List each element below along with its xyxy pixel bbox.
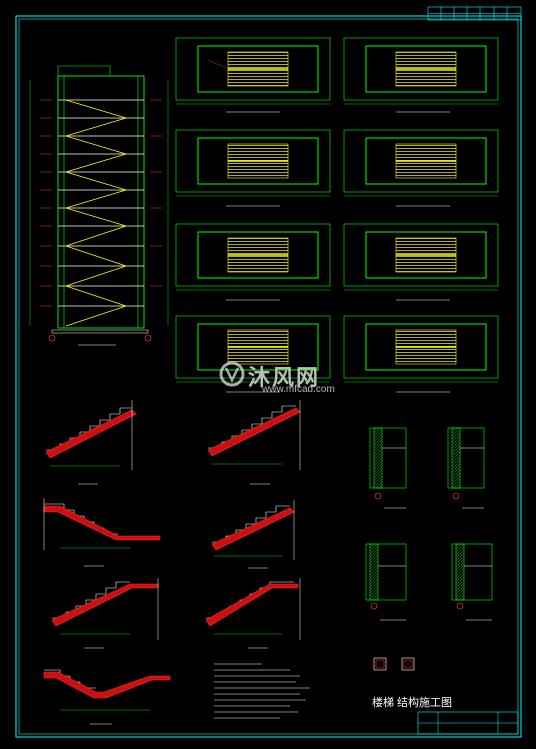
- outer-frame: [15, 15, 522, 738]
- stair-plan-4: [343, 129, 499, 207]
- wall-section-detail-3: [365, 543, 407, 621]
- watermark-url: www.mfcad.com: [262, 384, 335, 395]
- stair-plan-2: [343, 37, 499, 113]
- stair-flight-detail-3: [43, 498, 161, 567]
- stair-plan-1: [175, 37, 331, 113]
- revision-table: [427, 6, 522, 21]
- inner-frame: [18, 18, 519, 735]
- stair-plan-6: [343, 223, 499, 301]
- stair-plan-5: [175, 223, 331, 301]
- stair-flight-detail-4: [211, 500, 295, 569]
- stair-plan-3: [175, 129, 331, 207]
- stair-section-elevation: [29, 65, 169, 346]
- sheet-title: 楼梯 结构施工图: [372, 697, 453, 709]
- stair-flight-detail-5: [51, 578, 159, 649]
- title-block: [417, 711, 519, 735]
- watermark-logo-icon: [219, 361, 245, 387]
- stair-plan-7: [175, 315, 331, 393]
- column-section-2: [401, 657, 415, 671]
- wall-section-detail-4: [451, 543, 493, 621]
- wall-section-detail-1: [369, 427, 407, 509]
- wall-section-detail-2: [447, 427, 485, 509]
- stair-flight-detail-6: [205, 578, 301, 649]
- stair-flight-detail-2: [207, 400, 301, 485]
- stair-plan-8: [343, 315, 499, 393]
- general-notes: [214, 663, 310, 719]
- stair-flight-detail-7: [43, 669, 171, 725]
- stair-flight-detail-1: [45, 400, 137, 485]
- column-section-1: [373, 657, 387, 671]
- watermark-brand: 沐风网: [248, 365, 321, 390]
